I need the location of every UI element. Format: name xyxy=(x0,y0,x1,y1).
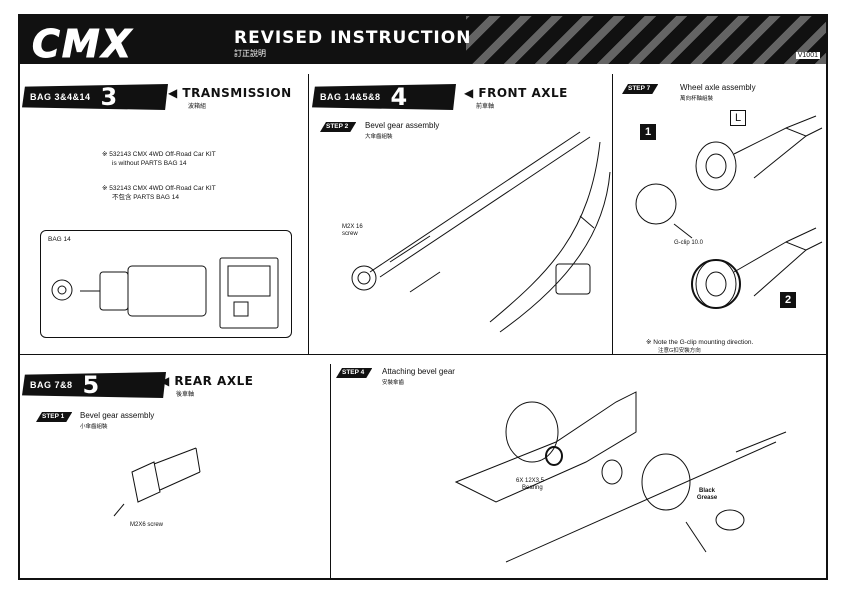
section-title-front-axle: ◀ FRONT AXLE xyxy=(464,86,568,100)
divider-vertical-2 xyxy=(612,74,613,354)
section-number: 4 xyxy=(390,83,408,111)
gclip-note: ※ Note the G-clip mounting direction. 注意… xyxy=(646,339,754,354)
section-subtitle: 後車軸 xyxy=(176,392,195,398)
arrow-icon: ◀ xyxy=(168,86,183,100)
bag-banner-rear-axle: BAG 7&8 5 xyxy=(22,372,166,398)
step-subtitle: 小傘齒組裝 xyxy=(80,424,108,430)
kit-note-zh: ※ 532143 CMX 4WD Off-Road Car KIT 不包含 PA… xyxy=(102,185,216,201)
front-axle-illustration xyxy=(351,131,611,333)
version-label: V1001 xyxy=(795,52,820,59)
left-side-marker: L xyxy=(730,110,746,126)
divider-horizontal xyxy=(20,354,826,355)
screw-callout: M2X6 screw xyxy=(130,522,164,528)
step-title: Attaching bevel gear xyxy=(382,367,455,376)
step-badge: STEP 1 xyxy=(36,412,72,422)
section-number: 3 xyxy=(100,83,118,111)
diagram-number-2: 2 xyxy=(780,292,796,308)
instruction-page: CMX REVISED INSTRUCTION 訂正說明 V1001 BAG 3… xyxy=(18,14,828,580)
header-bar: CMX REVISED INSTRUCTION 訂正說明 xyxy=(20,16,826,64)
step-title: Bevel gear assembly xyxy=(80,411,155,420)
section-subtitle: 前車軸 xyxy=(476,104,495,110)
motor-illustration xyxy=(51,257,279,329)
arrow-icon: ◀ xyxy=(160,374,175,388)
diagram-number-1: 1 xyxy=(640,124,656,140)
step-title: Wheel axle assembly xyxy=(680,83,756,92)
kit-note-en: ※ 532143 CMX 4WD Off-Road Car KIT is wit… xyxy=(102,151,216,167)
page-title: REVISED INSTRUCTION xyxy=(234,28,472,48)
step-subtitle: 安裝傘齒 xyxy=(382,380,405,386)
section-title-rear-axle: ◀ REAR AXLE xyxy=(160,374,254,388)
step-badge: STEP 7 xyxy=(622,84,658,94)
bag-label: BAG 14&5&8 xyxy=(320,92,381,102)
gclip-callout: G-clip 10.0 xyxy=(674,240,704,246)
step-title: Bevel gear assembly xyxy=(365,121,440,130)
bag14-box xyxy=(40,230,292,338)
bag-banner-front-axle: BAG 14&5&8 4 xyxy=(312,84,456,110)
bearing-callout: 6X 12X3.5 Bearing xyxy=(516,478,545,491)
divider-vertical-3 xyxy=(330,364,331,578)
grease-label: Black Grease xyxy=(696,488,718,501)
bag14-label: BAG 14 xyxy=(48,236,71,243)
section-number: 5 xyxy=(82,371,100,399)
header-stripes xyxy=(466,16,826,64)
wheel-axle-illustration xyxy=(635,115,823,309)
divider-vertical-1 xyxy=(308,74,309,354)
step-subtitle: 萬向杯軸組裝 xyxy=(680,96,714,102)
section-title-transmission: ◀ TRANSMISSION xyxy=(168,86,292,100)
bag-banner-transmission: BAG 3&4&14 3 xyxy=(22,84,168,110)
pinion-gear-illustration xyxy=(113,447,201,517)
bevel-gear-illustration xyxy=(454,391,787,563)
section-subtitle: 波箱組 xyxy=(188,104,207,110)
brand-logo: CMX xyxy=(32,22,133,65)
bag-label: BAG 3&4&14 xyxy=(30,92,91,102)
step-badge: STEP 4 xyxy=(336,368,372,378)
bag-label: BAG 7&8 xyxy=(30,380,73,390)
arrow-icon: ◀ xyxy=(464,86,479,100)
screw-callout: M2X 16 screw xyxy=(342,224,363,237)
step-badge: STEP 2 xyxy=(320,122,356,132)
page-subtitle: 訂正說明 xyxy=(234,49,266,58)
step-subtitle: 大傘齒組裝 xyxy=(365,134,393,140)
